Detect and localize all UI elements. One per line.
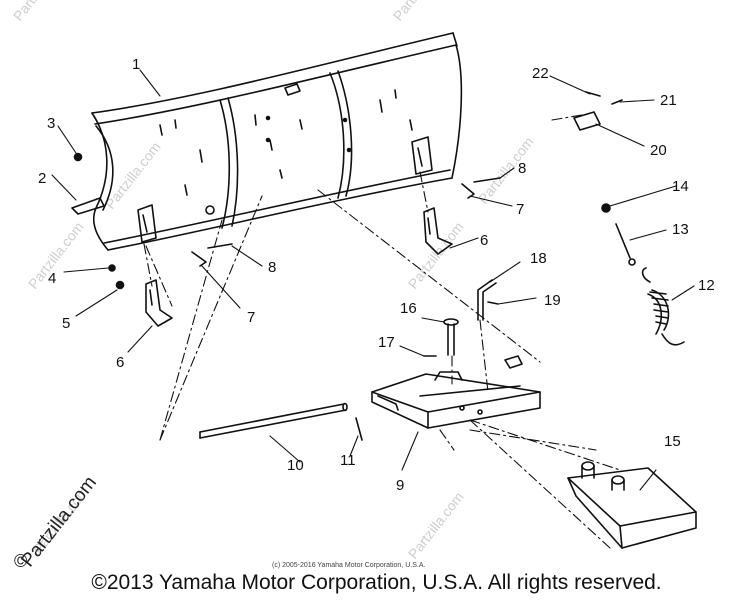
callout-9: 9 (396, 477, 404, 494)
part-13-eyebolt (615, 223, 636, 266)
fine-print: (c) 2005-2016 Yamaha Motor Corporation, … (272, 562, 425, 569)
plow-blade (91, 32, 463, 251)
part-21-pin (611, 99, 623, 105)
partzilla-copyright-symbol: © (14, 551, 27, 571)
part-6-bracket-right (423, 207, 453, 255)
part-5-nut (115, 280, 125, 290)
callout-8b: 8 (518, 160, 526, 177)
callout-12: 12 (698, 277, 715, 294)
part-2-skid (71, 197, 105, 215)
watermark-text: Partzilla.com (10, 0, 72, 24)
part-7-clip-left (191, 251, 207, 267)
part-4-washer (108, 264, 116, 272)
callout-17: 17 (378, 334, 395, 351)
callout-3: 3 (47, 115, 55, 132)
assembly-dashes (143, 113, 621, 549)
part-8-pin-left (207, 243, 233, 249)
callout-7: 7 (247, 309, 255, 326)
watermark-text: Partzilla.com (102, 139, 164, 212)
leader-lines (51, 69, 695, 491)
callout-14: 14 (672, 178, 689, 195)
callout-19: 19 (544, 292, 561, 309)
part-10-rod (199, 402, 348, 439)
callout-18: 18 (530, 250, 547, 267)
part-9-frame (371, 355, 541, 429)
blade-mount-left (137, 204, 157, 243)
callout-7b: 7 (516, 201, 524, 218)
part-3-bolt (73, 152, 83, 162)
part-6-bracket-left (145, 279, 173, 327)
callout-1: 1 (132, 56, 140, 73)
part-15-bracket (567, 461, 697, 549)
part-12-spring (641, 267, 685, 346)
part-14-nut (601, 203, 611, 213)
part-8-pin-right (473, 177, 501, 183)
watermark-text: Partzilla.com (475, 134, 537, 207)
part-16-bolt (443, 318, 459, 356)
blade-mount-right (411, 136, 433, 175)
callout-15: 15 (664, 433, 681, 450)
part-11-pin (355, 417, 363, 441)
part-19-clip (487, 301, 499, 305)
callout-6b: 6 (480, 232, 488, 249)
part-18-lpin (477, 279, 497, 321)
callout-11: 11 (340, 452, 356, 469)
callout-21: 21 (660, 92, 677, 109)
part-7-clip-right (461, 183, 475, 199)
callout-2: 2 (38, 170, 46, 187)
watermark-text: Partzilla.com (390, 0, 452, 24)
callout-labels: 1 2 3 4 5 6 7 8 8 7 6 9 10 11 12 13 14 1… (38, 56, 715, 494)
copyright-footer: ©2013 Yamaha Motor Corporation, U.S.A. A… (91, 571, 662, 594)
callout-20: 20 (650, 142, 667, 159)
callout-4: 4 (48, 270, 56, 287)
callout-6: 6 (116, 354, 124, 371)
callout-5: 5 (62, 315, 70, 332)
partzilla-watermark: Partzilla.com (17, 472, 101, 571)
watermark-text: Partzilla.com (405, 489, 467, 562)
callout-10: 10 (287, 457, 304, 474)
callout-13: 13 (672, 221, 689, 238)
callout-22: 22 (532, 65, 549, 82)
callout-16: 16 (400, 300, 417, 317)
callout-8: 8 (268, 259, 276, 276)
